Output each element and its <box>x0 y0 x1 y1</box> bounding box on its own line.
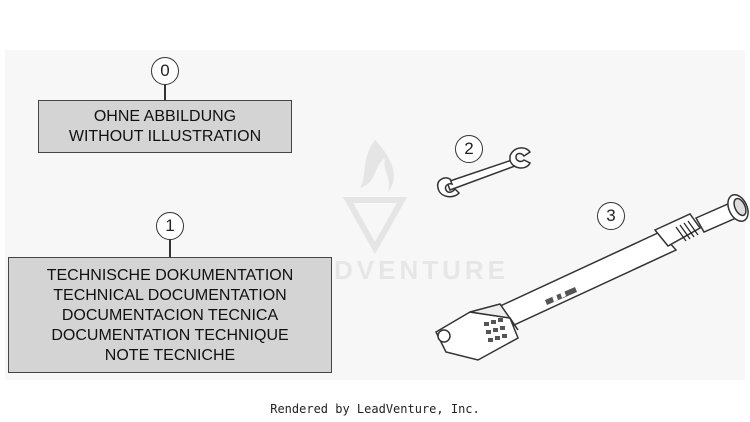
box0-line1: OHNE ABBILDUNG <box>93 108 237 125</box>
label-box-technical-documentation: TECHNISCHE DOKUMENTATION TECHNICAL DOCUM… <box>8 257 332 373</box>
callout-1[interactable]: 1 <box>156 212 184 240</box>
box1-line5: NOTE TECNICHE <box>104 347 236 364</box>
box1-line2: TECHNICAL DOCUMENTATION <box>53 287 287 304</box>
box0-line2: WITHOUT ILLUSTRATION <box>68 128 262 145</box>
box1-line1: TECHNISCHE DOKUMENTATION <box>46 267 294 284</box>
box1-line3: DOCUMENTACION TECNICA <box>61 307 279 324</box>
wrench-icon <box>436 147 532 198</box>
label-box-without-illustration: OHNE ABBILDUNG WITHOUT ILLUSTRATION <box>38 100 292 153</box>
watermark-logo-icon <box>342 140 408 255</box>
callout-3[interactable]: 3 <box>597 202 625 230</box>
footer-credit: Rendered by LeadVenture, Inc. <box>270 402 480 416</box>
box1-line4: DOCUMENTATION TECHNIQUE <box>51 327 289 344</box>
callout-0[interactable]: 0 <box>151 57 179 85</box>
callout-2[interactable]: 2 <box>455 135 483 163</box>
leader-line-1 <box>169 240 171 257</box>
leader-line-0 <box>164 85 166 100</box>
torque-wrench-icon <box>435 194 749 361</box>
